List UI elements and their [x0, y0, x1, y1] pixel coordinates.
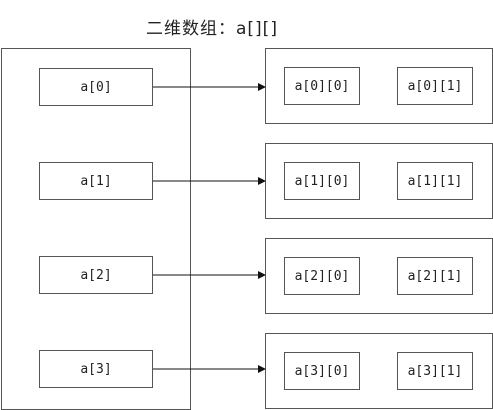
- element-cell-2-1: a[2][1]: [397, 257, 473, 295]
- diagram-title: 二维数组：a[][]: [146, 19, 278, 39]
- element-cell-2-0: a[2][0]: [284, 257, 360, 295]
- pointer-cell-3: a[3]: [39, 350, 153, 388]
- element-cell-3-1: a[3][1]: [397, 352, 473, 390]
- element-cell-0-0: a[0][0]: [284, 67, 360, 105]
- element-cell-1-1: a[1][1]: [397, 162, 473, 200]
- pointer-array-container: [1, 48, 191, 410]
- element-cell-0-1: a[0][1]: [397, 67, 473, 105]
- element-cell-3-0: a[3][0]: [284, 352, 360, 390]
- pointer-cell-0: a[0]: [39, 68, 153, 106]
- pointer-cell-2: a[2]: [39, 256, 153, 294]
- pointer-cell-1: a[1]: [39, 162, 153, 200]
- element-cell-1-0: a[1][0]: [284, 162, 360, 200]
